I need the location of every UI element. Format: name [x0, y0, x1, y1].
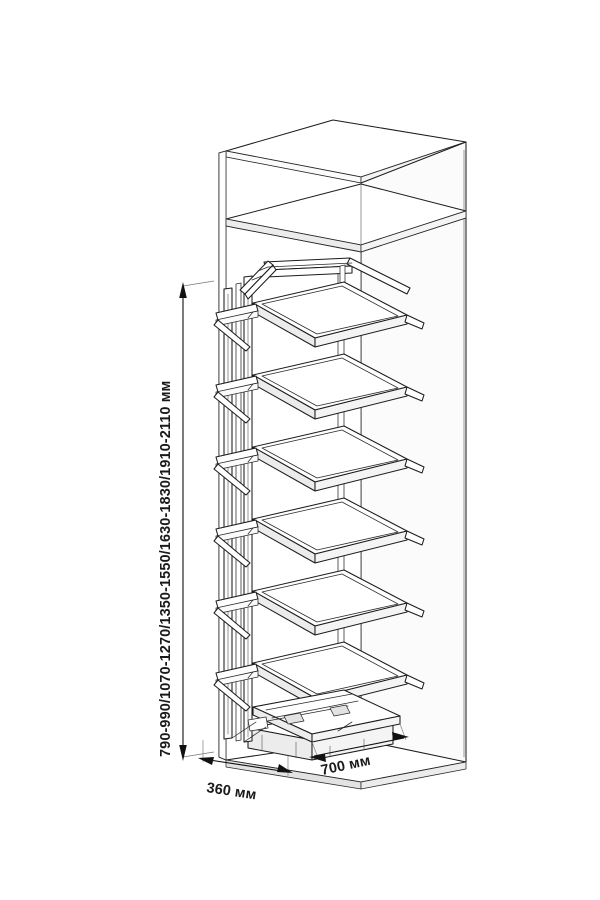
- dimension-height-label: 790-990/1070-1270/1350-1550/1630-1830/19…: [158, 381, 174, 757]
- carriage-post-front-left: [243, 275, 253, 743]
- dimension-width-label: 360 мм: [205, 780, 257, 803]
- basket-tray-6[interactable]: [213, 641, 425, 712]
- basket-tray-2[interactable]: [213, 353, 425, 424]
- basket-tray-4[interactable]: [213, 497, 425, 568]
- top-hanger-frame: [239, 257, 411, 300]
- top-shelf: [225, 183, 467, 253]
- basket-tray-5[interactable]: [213, 569, 425, 640]
- carriage-bottom-base: [247, 689, 401, 743]
- carriage-bottom-braces: [231, 721, 353, 743]
- dimension-width: 360 мм: [198, 740, 293, 803]
- basket-tray-1[interactable]: [213, 281, 425, 352]
- dimension-height: 790-990/1070-1270/1350-1550/1630-1830/19…: [158, 280, 215, 761]
- basket-tray-3[interactable]: [213, 425, 425, 496]
